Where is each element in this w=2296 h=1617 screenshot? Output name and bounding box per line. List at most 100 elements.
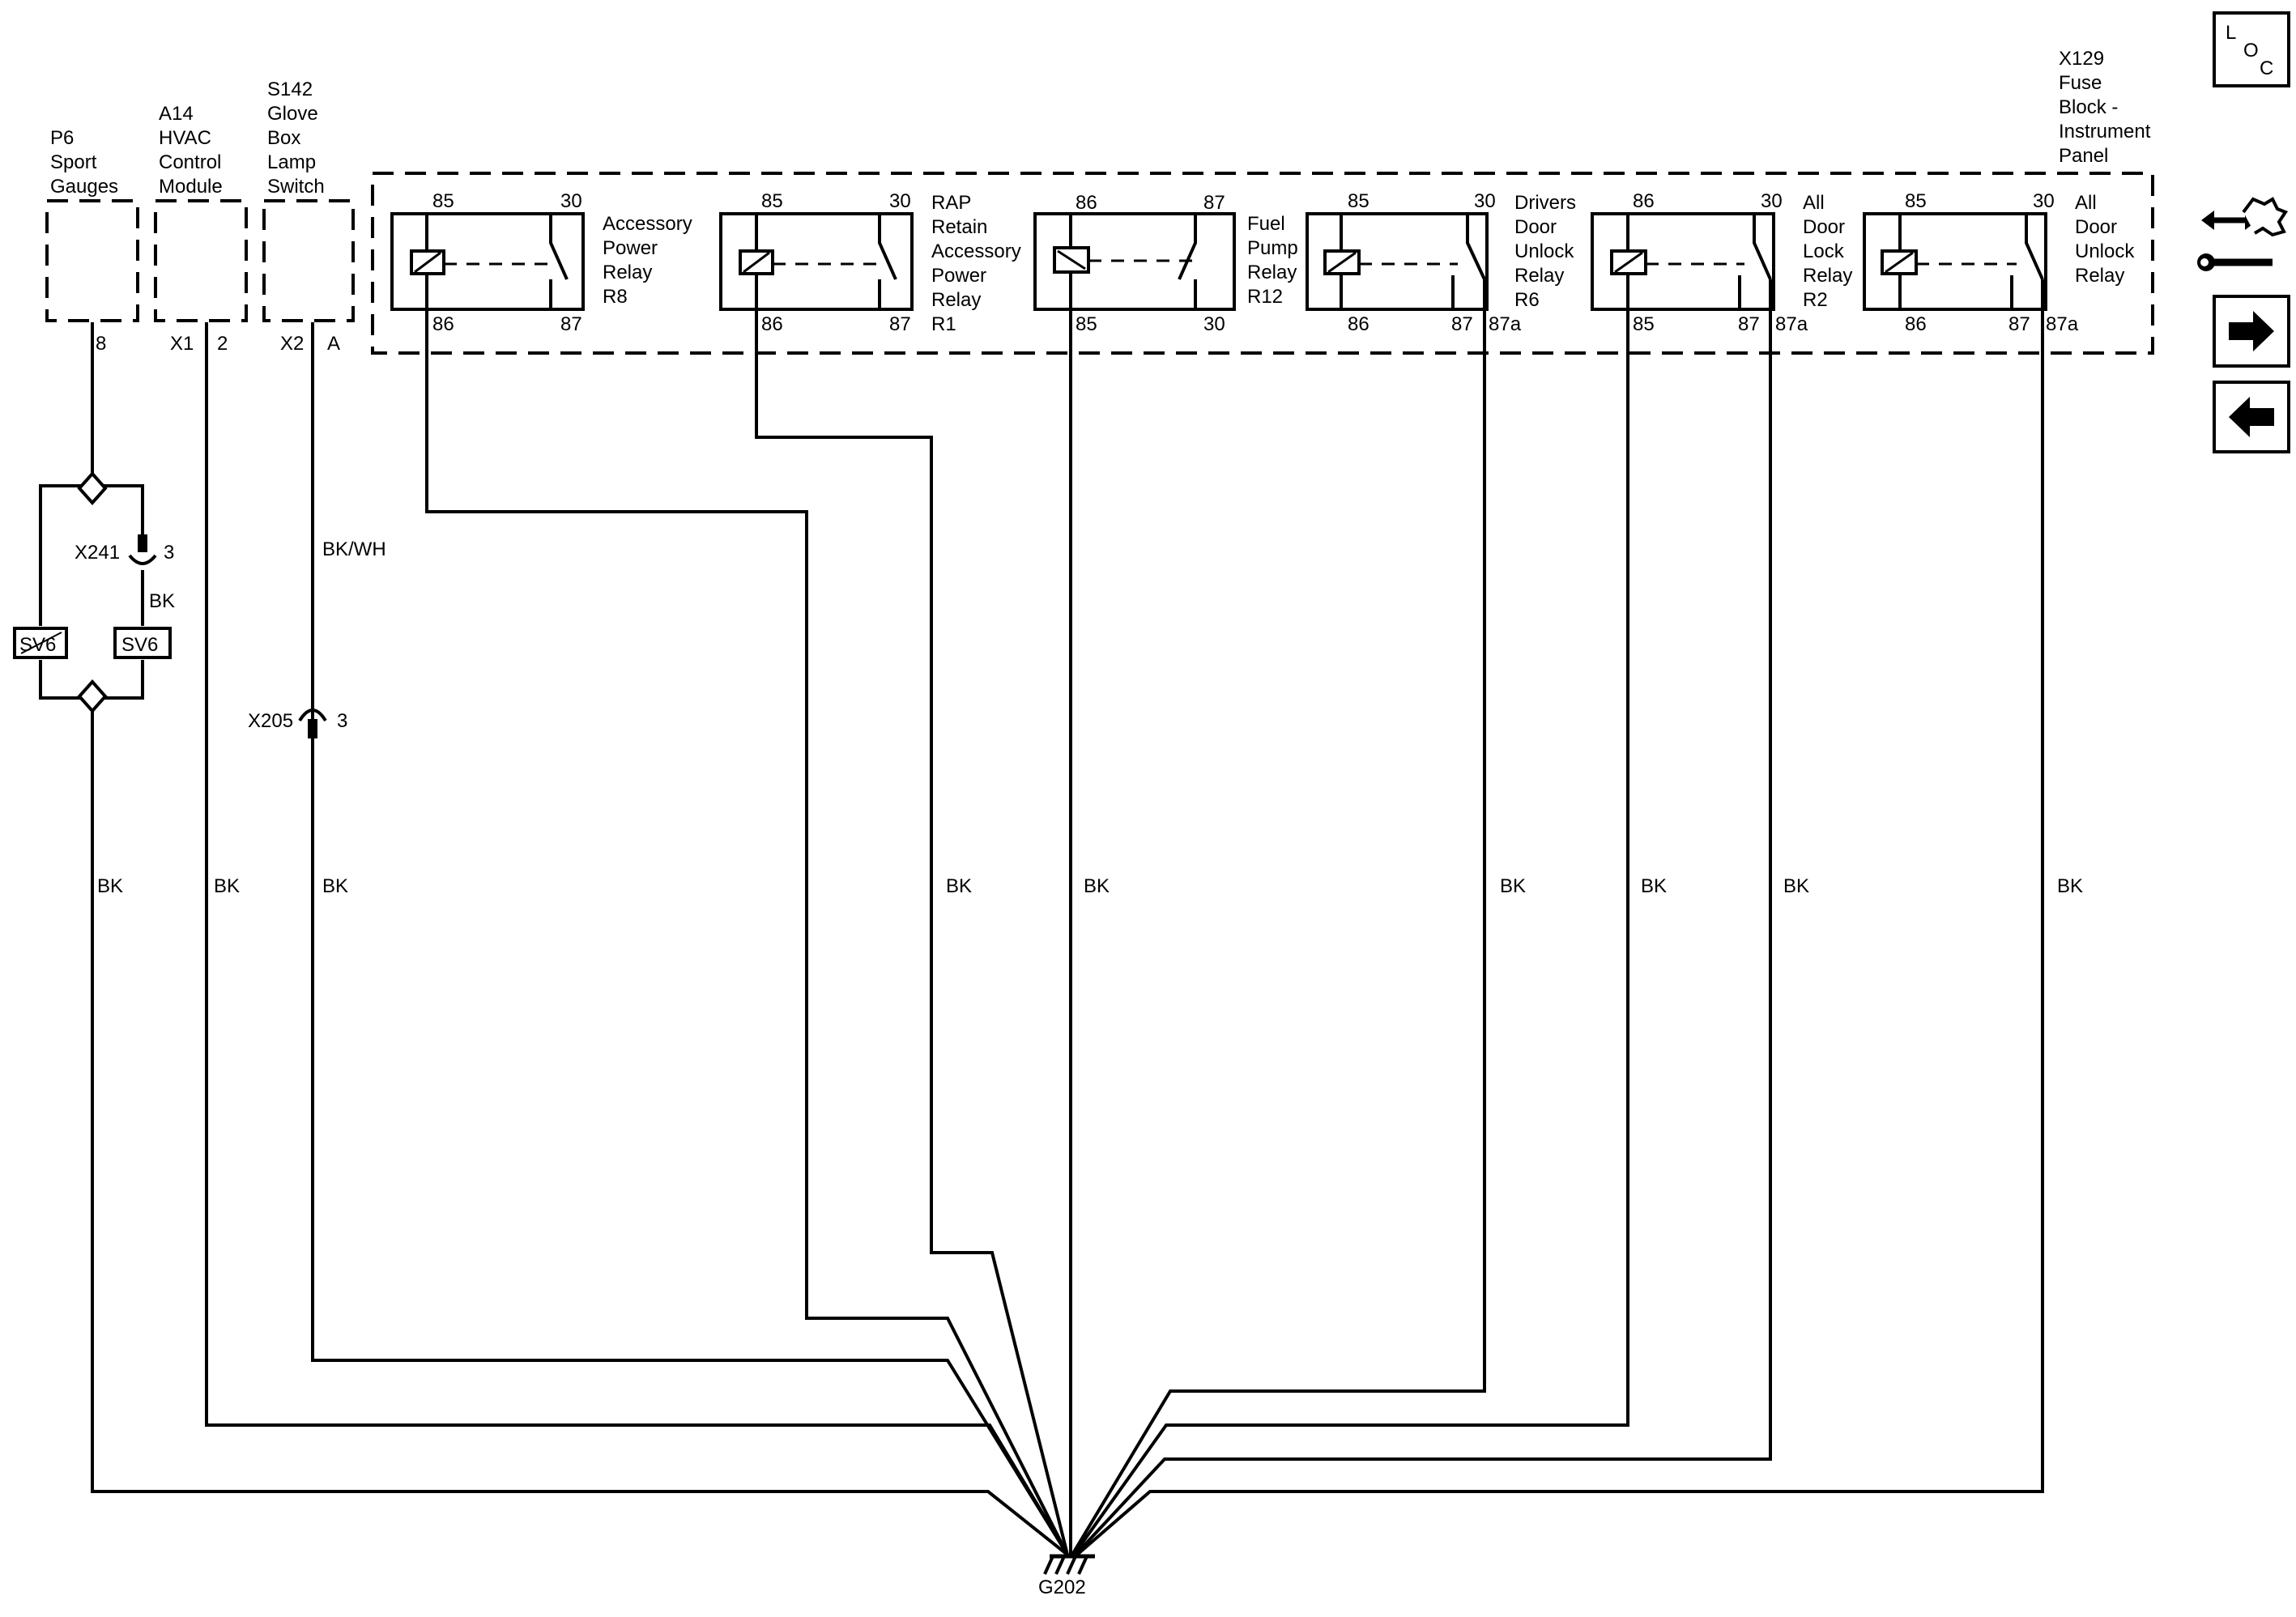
- relay-r3: [1863, 212, 2047, 311]
- wire-color-label: BK: [946, 875, 972, 897]
- a14-label-line: HVAC: [159, 127, 211, 149]
- relay-name-line: All: [1803, 192, 1825, 214]
- relay-name-line: Retain: [931, 216, 987, 238]
- connector-labels: X241 3 BK SV6 SV6 X205 3 BK/WH: [19, 538, 386, 732]
- p6-label-line: Sport: [50, 151, 97, 173]
- relay-pin-label: 30: [1474, 190, 1496, 212]
- wire-r3: [1076, 309, 2044, 1556]
- pin-labels: 8 X1 2 X2 A: [96, 333, 340, 355]
- ground-wires: [91, 309, 2044, 1556]
- wire-a14: [205, 322, 1069, 1556]
- relay-pin-label: 85: [1348, 190, 1370, 212]
- s142-label-line: Switch: [267, 176, 325, 198]
- s142-label-line: Glove: [267, 103, 318, 125]
- sv6-box-right: [113, 627, 172, 659]
- relay-pin-label: 30: [1203, 313, 1225, 335]
- relay-pin-label: 30: [889, 190, 911, 212]
- splice-diamond-top: [77, 470, 108, 506]
- wire-color-label: BK: [1500, 875, 1526, 897]
- relay-r8-labels: 85 30 86 87 Accessory Power Relay R8: [432, 190, 692, 335]
- loc-icon[interactable]: L O C: [2213, 11, 2290, 87]
- relay-pin-label: 86: [761, 313, 783, 335]
- relay-r8: [390, 212, 585, 311]
- relay-pin-label: 85: [432, 190, 454, 212]
- wire-color-label: BK: [214, 875, 240, 897]
- s142-connector-label: X2: [280, 333, 304, 355]
- relay-r12-labels: 86 87 85 30 Fuel Pump Relay R12: [1076, 192, 1298, 335]
- relay-pin-label: 87: [560, 313, 582, 335]
- x205-connector-icon: [298, 709, 327, 722]
- sv6-label: SV6: [121, 634, 158, 656]
- relay-r2-labels: 86 30 85 87 87a All Door Lock Relay R2: [1633, 190, 1852, 335]
- x205-label: X205: [248, 710, 293, 732]
- relay-pin-label: 30: [560, 190, 582, 212]
- relay-r1-labels: 85 30 86 87 RAP Retain Accessory Power R…: [761, 190, 1021, 335]
- relay-name-line: Pump: [1247, 237, 1298, 259]
- relay-name-line: Lock: [1803, 240, 1845, 262]
- relay-name-line: Power: [603, 237, 658, 259]
- wire-r6: [1071, 309, 1486, 1556]
- relay-pin-label: 85: [1076, 313, 1097, 335]
- relay-pin-label: 86: [1348, 313, 1370, 335]
- p6-splice-network: [13, 322, 172, 714]
- relay-name-line: Relay: [1803, 265, 1852, 287]
- relay-name-line: Fuel: [1247, 213, 1285, 235]
- wire-color-label: BK: [322, 875, 348, 897]
- ground-symbol: [1043, 1554, 1095, 1575]
- relay-pin-label: 87: [2008, 313, 2030, 335]
- relay-pin-label: 30: [1761, 190, 1783, 212]
- wire-color-label: BK: [1084, 875, 1110, 897]
- relay-name-line: Door: [1803, 216, 1845, 238]
- a14-label-line: Control: [159, 151, 221, 173]
- s142-label-line: S142: [267, 79, 313, 100]
- loc-letter: C: [2260, 57, 2273, 79]
- relay-name-line: R8: [603, 286, 628, 308]
- next-arrow-icon[interactable]: [2213, 295, 2290, 368]
- p6-pin-label: 8: [96, 333, 106, 355]
- s142-pin-label: A: [327, 333, 340, 355]
- relay-name-line: Relay: [931, 289, 981, 311]
- relay-pin-label: 87: [1738, 313, 1760, 335]
- wire-color-label: BK: [97, 875, 123, 897]
- relay-name-line: R2: [1803, 289, 1828, 311]
- relay-r6-labels: 85 30 86 87 87a Drivers Door Unlock Rela…: [1348, 190, 1576, 335]
- relay-pin-label: 85: [1905, 190, 1927, 212]
- x205-pin-label: 3: [337, 710, 347, 732]
- wire-r2-85: [1072, 309, 1629, 1556]
- x241-wire-color: BK: [149, 590, 175, 612]
- wire-color-label: BK: [1783, 875, 1809, 897]
- a14-pin-label: 2: [217, 333, 228, 355]
- relay-name-line: R12: [1247, 286, 1283, 308]
- relay-name-line: Relay: [1514, 265, 1564, 287]
- wire-r2-87a: [1074, 309, 1772, 1556]
- x129-label-line: X129: [2059, 48, 2104, 70]
- relay-pin-label: 87: [1451, 313, 1473, 335]
- relay-r6: [1306, 212, 1489, 311]
- wire-r1: [755, 309, 1069, 1555]
- relay-pin-label: 87: [889, 313, 911, 335]
- previous-arrow-icon[interactable]: [2213, 381, 2290, 453]
- x129-label-line: Panel: [2059, 145, 2108, 167]
- relay-name-line: RAP: [931, 192, 971, 214]
- x129-label-line: Block -: [2059, 96, 2118, 118]
- wire-color-labels: BK BK BK BK BK BK BK BK BK: [97, 875, 2083, 897]
- x241-connector-icon: [128, 554, 157, 565]
- x129-label-line: Fuse: [2059, 72, 2102, 94]
- relay-name-line: Door: [1514, 216, 1557, 238]
- component-views-icon[interactable]: [2197, 197, 2289, 271]
- loc-letter: L: [2226, 22, 2236, 44]
- relay-pin-label: 86: [1905, 313, 1927, 335]
- s142-wire-color: BK/WH: [322, 538, 386, 560]
- a14-label-line: Module: [159, 176, 223, 198]
- p6-component-box: [45, 199, 139, 322]
- component-labels: P6 Sport Gauges A14 HVAC Control Module …: [50, 48, 2151, 198]
- relay-pin-label: 86: [432, 313, 454, 335]
- relay-name-line: R1: [931, 313, 956, 335]
- a14-connector-label: X1: [170, 333, 194, 355]
- wire-color-label: BK: [1641, 875, 1667, 897]
- relay-pin-label: 86: [1633, 190, 1655, 212]
- relay-pin-label: 87a: [2046, 313, 2079, 335]
- relay-pin-label: 87a: [1775, 313, 1808, 335]
- x241-pin-label: 3: [164, 542, 174, 564]
